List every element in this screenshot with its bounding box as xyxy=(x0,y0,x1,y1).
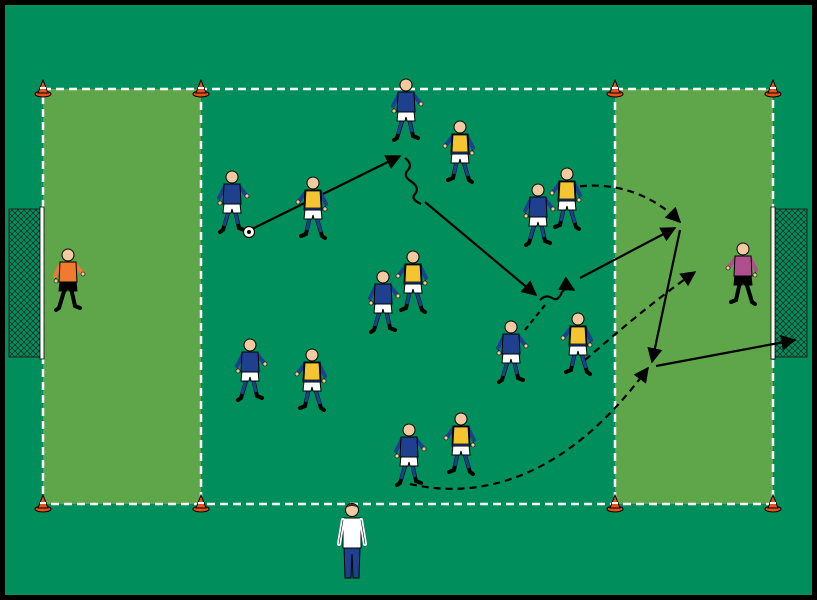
cone-icon xyxy=(192,78,210,98)
player-figure-icon xyxy=(523,183,556,247)
soccer-ball-icon xyxy=(242,225,256,239)
movement-arrows xyxy=(249,155,797,490)
coach-figure-icon xyxy=(337,503,367,579)
run-dashed-3 xyxy=(409,366,649,490)
dribble-squiggle-2 xyxy=(539,276,576,301)
cone-icon xyxy=(764,78,782,98)
player-figure-icon xyxy=(294,348,327,412)
run-dashed-2 xyxy=(584,271,697,361)
cone-icon xyxy=(764,493,782,513)
player-figure-icon xyxy=(235,338,268,402)
shot-arrow xyxy=(655,334,797,368)
goal-net-icon xyxy=(8,206,45,360)
pass-arrow-3 xyxy=(579,227,677,279)
player-figure-icon xyxy=(549,167,582,231)
left-goal xyxy=(8,206,45,360)
cone-icon xyxy=(34,78,52,98)
player-figure-icon xyxy=(391,78,424,142)
right-end-zone xyxy=(615,89,773,504)
dribble-squiggle-1 xyxy=(404,157,422,206)
cone-icon xyxy=(34,493,52,513)
player-figure-icon xyxy=(368,270,401,334)
run-dashed-1 xyxy=(567,184,682,224)
player-figure-icon xyxy=(395,250,428,314)
pass-arrow-4 xyxy=(647,229,682,364)
goal-net-icon xyxy=(770,206,808,360)
player-figure-icon xyxy=(217,170,250,234)
cone-icon xyxy=(606,78,624,98)
player-figure-icon xyxy=(442,120,475,184)
pass-arrow-2 xyxy=(424,201,538,296)
player-figure-icon xyxy=(560,312,593,376)
right-goal xyxy=(770,206,808,360)
left-end-zone xyxy=(43,89,201,504)
goalkeeper-figure-icon xyxy=(53,248,86,312)
cone-icon xyxy=(192,493,210,513)
player-figure-icon xyxy=(443,412,476,476)
player-figure-icon xyxy=(496,320,529,384)
player-figure-icon xyxy=(295,176,328,240)
player-figure-icon xyxy=(394,423,427,487)
goalkeeper-figure-icon xyxy=(725,242,758,306)
pass-arrow-1 xyxy=(249,155,402,231)
cone-icon xyxy=(606,493,624,513)
